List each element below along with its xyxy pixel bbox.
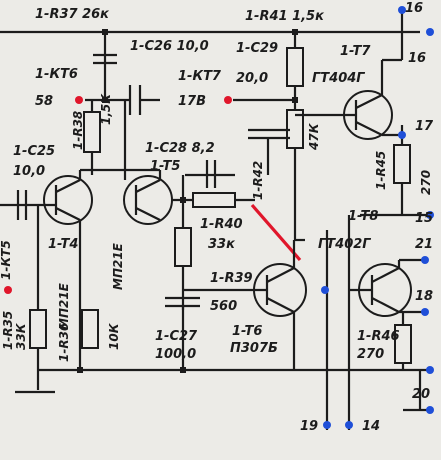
pin-21-dot [421,256,429,264]
junction-dot [102,29,108,35]
pin-21-label: 21 [415,237,433,252]
r41-resistor [286,47,304,87]
r42-label: 1-R42 [251,161,265,200]
t5-collector [135,179,161,193]
pin-20a-dot [426,366,434,374]
kt7-label: 1-КТ7 [178,69,222,84]
r35-value: 33К [14,322,28,350]
junction-dot [77,367,83,373]
pin-16a-label: 16 [405,1,423,16]
junction-dot [292,29,298,35]
t7-emitter [355,121,383,136]
r42-value: 47К [307,122,321,151]
t5-emitter [135,207,161,221]
pin-19-label: 19 [300,419,318,434]
c28-label: 1-C28 8,2 [145,141,215,156]
kt6-value: 58 [35,94,53,109]
junction-dot [292,97,298,103]
t6-collector [266,267,295,283]
kt6-test-point [75,96,83,104]
pin-19-dot [323,421,331,429]
kt6-label: 1-КТ6 [35,67,78,82]
r40-value: 33к [208,237,236,252]
pin-16a-dot [398,6,406,14]
r45-label: 1-R45 [374,151,388,190]
r40-resistor [192,192,236,208]
r45-resistor [393,144,411,184]
t6-label: 1-T6 [232,324,262,339]
pin-15-label: 15 [415,211,433,226]
c29-value: 20,0 [236,71,268,86]
pin-14-dot [345,421,353,429]
kt7-value: 17В [178,94,206,109]
r39-label: 1-R39 [210,271,253,286]
kt5-label: 1-КТ5 [0,240,13,280]
t8-collector [371,267,400,283]
r37-label: 1-R37 26к [35,7,110,22]
pin-mid-dot [321,286,329,294]
t4-collector [55,179,81,193]
pin-20b-dot [426,406,434,414]
t5-transistor [123,175,173,225]
t4-type: МП21Е [57,282,71,330]
t6-emitter [266,297,295,313]
t4-transistor [43,175,93,225]
r38-label: 1-R38 [71,111,85,150]
r41-label: 1-R41 1,5к [245,9,325,24]
t8-emitter [371,297,400,313]
c27-value: 100,0 [155,347,196,362]
t4-emitter [55,207,81,221]
t5-label: 1-T5 [150,159,180,174]
c29-label: 1-C29 [236,41,278,56]
c25-value: 10,0 [13,164,45,179]
pin-17-dot [398,131,406,139]
r35-resistor [29,309,47,349]
t8-type: ГТ402Г [318,237,371,252]
r38-resistor [83,111,101,153]
pin-14-label: 14 [362,419,380,434]
r38-value: 1,5К [99,93,113,125]
t8-label: 1-T8 [348,209,378,224]
r40-label: 1-R40 [200,217,243,232]
r36-value: 10К [107,322,121,350]
highlight-wire [250,203,302,262]
kt7-test-point [224,96,232,104]
pin-16b-dot [426,28,434,36]
r39-value: 560 [210,299,237,314]
t7-label: 1-T7 [340,44,371,59]
pin-18-label: 18 [415,289,433,304]
pin-17-label: 17 [415,119,434,134]
pin-16b-label: 16 [408,51,426,66]
r45-value: 270 [419,170,433,195]
t7-collector [355,94,383,109]
r36-resistor [81,309,99,349]
pin-15-dot [426,211,434,219]
r36-label: 1-R36 [57,323,71,362]
r46-resistor [394,324,412,364]
r46-value: 270 [357,347,384,362]
c27-label: 1-C27 [155,329,198,344]
r46-label: 1-R46 [357,329,400,344]
t7-type: ГТ404Г [312,71,365,86]
pin-20-label: 20 [412,387,430,402]
t4-label: 1-T4 [48,237,78,252]
t6-type: П307Б [230,341,278,356]
junction-dot [102,97,108,103]
kt5-test-point [4,286,12,294]
t5-type: МП21Е [111,242,125,290]
pin-18-dot [421,308,429,316]
r39-resistor [174,227,192,267]
c25-label: 1-C25 [13,144,55,159]
c26-label: 1-C26 10,0 [130,39,209,54]
r35-label: 1-R35 [1,311,15,350]
